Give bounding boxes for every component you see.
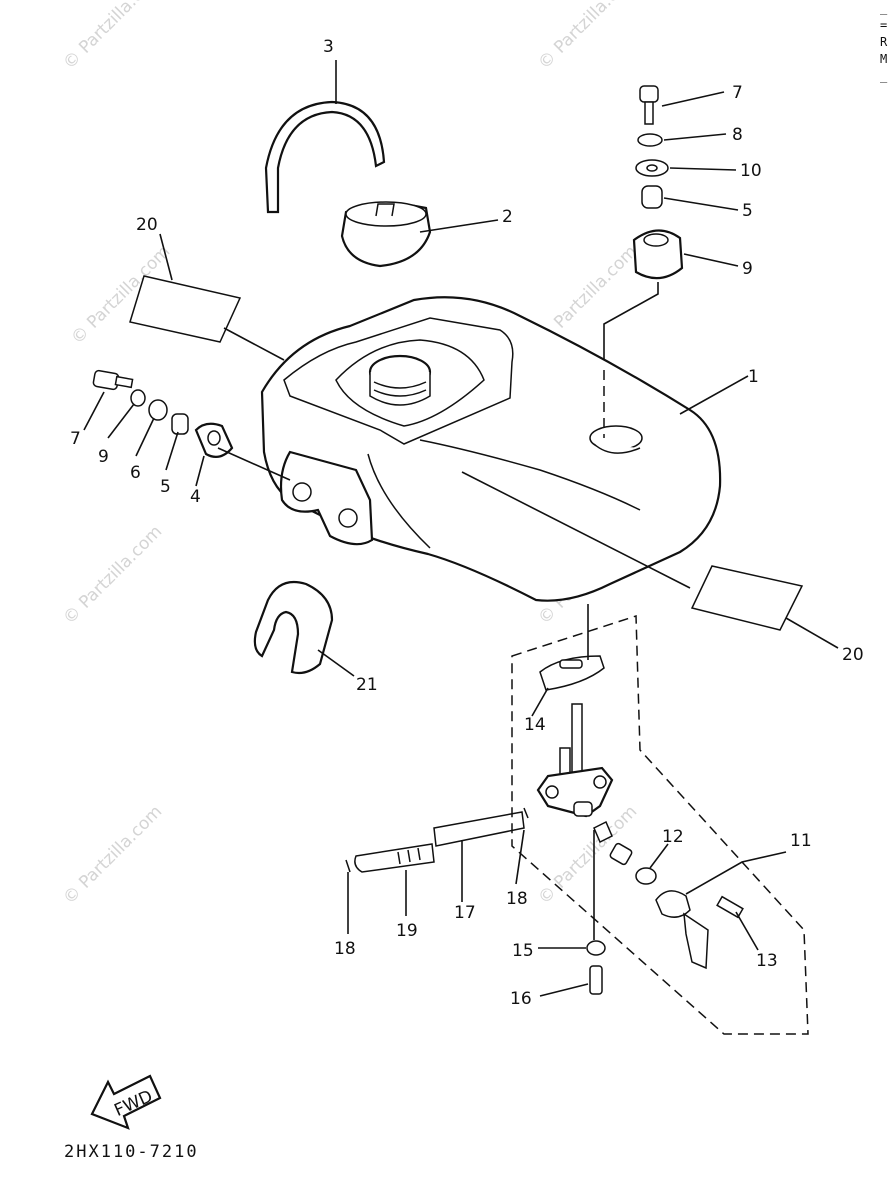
callout-7-top: 7: [732, 83, 743, 103]
drawing-code: 2HX110-7210: [64, 1142, 199, 1162]
callout-15: 15: [512, 941, 534, 961]
callout-2: 2: [502, 207, 513, 227]
callout-9-left: 9: [98, 447, 109, 467]
callout-9-top: 9: [742, 259, 753, 279]
edge-char: R: [880, 35, 888, 49]
watermark-5: © Partzilla.com: [59, 522, 166, 629]
callout-20-left: 20: [136, 215, 158, 235]
callout-5-top: 5: [742, 201, 753, 221]
watermark-2: © Partzilla.com: [534, 0, 641, 74]
callout-16: 16: [510, 989, 532, 1009]
left-mount-hardware: [92, 369, 291, 481]
callout-20-right: 20: [842, 645, 864, 665]
watermark-7: © Partzilla.com: [59, 802, 166, 909]
fuel-hose-parts: [345, 807, 529, 873]
callout-17: 17: [454, 903, 476, 923]
callout-19: 19: [396, 921, 418, 941]
leader-lines: [83, 60, 839, 997]
fuel-cock-kit-outline: [511, 614, 809, 1035]
callout-18-left: 18: [334, 939, 356, 959]
callout-1: 1: [748, 367, 759, 387]
fwd-arrow: FWD: [90, 1074, 162, 1130]
callout-21: 21: [356, 675, 378, 695]
hose-clip: [253, 580, 334, 675]
callout-8: 8: [732, 125, 743, 145]
fuel-cock-assembly: [536, 604, 744, 995]
edge-char: _: [880, 69, 888, 83]
label-decal-right: [690, 565, 804, 631]
fuel-cap: [340, 201, 432, 268]
callout-labels: 3 2 20 7 8 10 5 9 1 7 9 6 5 4 20 21 14 1…: [70, 37, 864, 1009]
callout-14: 14: [524, 715, 546, 735]
filler-neck: [368, 354, 432, 406]
edge-char: _: [880, 1, 888, 15]
callout-18-right: 18: [506, 889, 528, 909]
right-mount-hardware: [603, 85, 684, 360]
callout-3: 3: [323, 37, 334, 57]
label-decal-left: [129, 275, 242, 343]
callout-4: 4: [190, 487, 201, 507]
breather-hose: [264, 100, 386, 214]
edge-char: M: [880, 52, 888, 66]
callout-13: 13: [756, 951, 778, 971]
callout-7-left: 7: [70, 429, 81, 449]
fuel-tank: [260, 296, 722, 602]
callout-6: 6: [130, 463, 141, 483]
callout-10: 10: [740, 161, 762, 181]
callout-11: 11: [790, 831, 812, 851]
edge-text: _ = R M _: [880, 0, 888, 85]
edge-char: =: [880, 18, 888, 32]
watermark-1: © Partzilla.com: [59, 0, 166, 74]
callout-5-left: 5: [160, 477, 171, 497]
callout-12: 12: [662, 827, 684, 847]
